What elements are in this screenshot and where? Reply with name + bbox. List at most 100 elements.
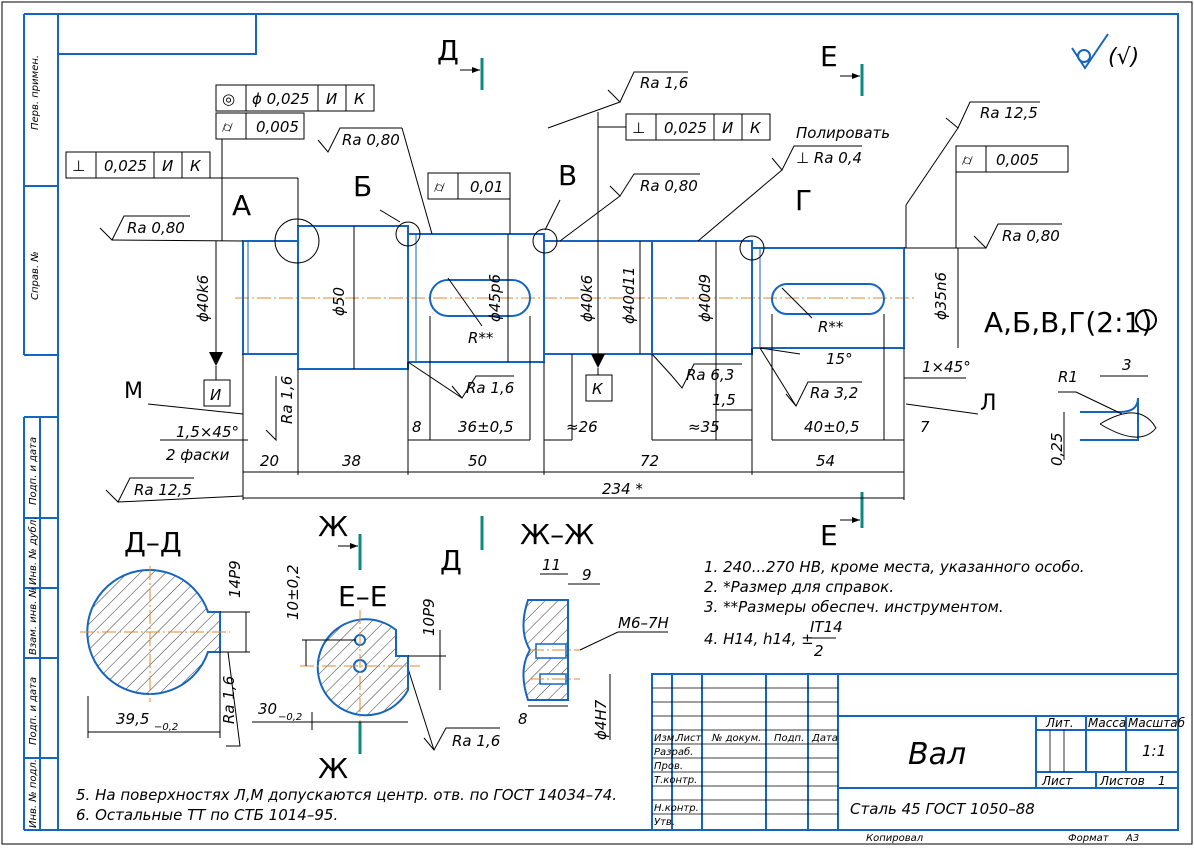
tb-format: Формат [1068,833,1110,844]
tol-f4: ⊥ 0,025 И К [597,112,771,241]
rough-r14: Ra 1,6 [403,655,500,751]
ee-keyway: 10P9 [420,598,438,636]
rough-r4: Ra 0,80 [559,173,700,242]
detail-3: 3 [1122,356,1132,374]
tb-masshtab: Масштаб [1128,716,1186,730]
rough-r10: Ra 6,3 [651,353,742,389]
dim-r-key1: R** [468,329,494,347]
detail-r1: R1 [1058,368,1078,386]
dim-l40: 40±0,5 [804,418,860,436]
section-d-top: Д [437,34,459,67]
tb-razrab: Разраб. [654,746,693,758]
tb-massa: Масса [1088,716,1126,730]
rough-r12: Ra 12,5 [105,477,244,503]
tb-prov: Пров. [654,761,683,772]
rough-r9: Ra 1,6 [265,376,296,442]
callout-b: Б [353,170,372,203]
dim-l234: 234 * [602,480,643,498]
side-label-5: Взам. инв. № [28,587,39,655]
shaft-main-view: А Б В Г [232,159,915,370]
tol-f5-symbol: ⌭ [434,178,445,196]
tb-lit: Лит. [1045,716,1074,730]
section-e-bottom: Е [820,519,838,552]
section-ee: Е–Е 10±0,2 10P9 30 −0,2 [252,564,446,730]
ee-30-tol: −0,2 [278,712,302,723]
rough-r1-label: Ra 1,6 [640,74,688,92]
zz-4h7: ϕ4H7 [592,699,610,740]
side-label-7: Инв. № подл. [28,759,39,828]
polish-label: Полировать [796,124,890,142]
tol-f5-value: 0,01 [470,178,503,196]
tb-tkontr: Т.контр. [654,775,697,786]
rough-r10-label: Ra 6,3 [686,366,734,384]
section-d-bottom: Д [440,544,462,577]
ee-10: 10±0,2 [284,564,302,620]
rough-r11-label: Ra 3,2 [810,384,858,402]
dim-chamfer-3: 1×45° [922,358,971,376]
dim-d35n6: ϕ35n6 [932,272,950,320]
tb-izm: Изм. [654,733,678,744]
rough-r5-label: Ra 12,5 [980,104,1038,122]
dim-l72: 72 [640,452,659,470]
rough-r8: Ra 1,6 [407,361,514,399]
label-l: Л [980,391,997,416]
tb-list: Лист [675,733,703,744]
rough-r5: Ra 12,5 [905,101,1040,248]
note-3: 3. **Размеры обеспеч. инструментом. [704,598,1004,616]
section-dd-title: Д–Д [124,526,182,559]
callout-v: В [558,159,577,192]
dim-r-key2: R** [818,318,844,336]
dim-d45p6: ϕ45p6 [486,274,504,322]
tol-f1-base2: К [354,90,366,108]
label-m: М [124,379,143,404]
dim-l50: 50 [468,452,487,470]
zz-9: 9 [582,566,592,584]
datum-k: К [585,354,613,402]
note-5: 5. На поверхностях Л,М допускаются центр… [76,786,617,804]
rough-r13: Ra 1,6 [220,651,241,747]
dim-l26: ≈26 [566,418,598,436]
title-block: Изм. Лист № докум. Подп. Дата Разраб. Пр… [651,673,1186,844]
tol-f2-symbol: ⌭ [222,118,233,136]
tb-material: Сталь 45 ГОСТ 1050–88 [850,800,1035,818]
dim-angle-15: 15° [826,350,853,368]
tol-f6: ⌭ 0,005 [955,145,1069,248]
zz-8: 8 [518,710,528,728]
tol-f2: ⌭ 0,005 [215,112,305,241]
section-zh-bottom: Ж [318,752,348,785]
rough-r9-label: Ra 1,6 [278,376,296,424]
note-4-den: 2 [814,642,824,660]
tb-sheets-n: 1 [1158,774,1166,788]
note-4-num: IT14 [810,618,843,636]
tol-f4-base2: К [750,119,762,137]
zz-11: 11 [542,556,561,574]
rough-r8-label: Ra 1,6 [466,379,514,397]
dim-chamfer-2: 2 фаски [166,446,230,464]
tol-f1-value: ϕ 0,025 [252,90,310,108]
side-label-2: Справ. № [30,251,41,300]
dim-chamfer-1: 1,5×45° [176,423,239,441]
rough-polish: Полировать ⊥ Ra 0,4 [697,124,890,242]
dim-l54: 54 [816,452,835,470]
side-label-1: Перв. примен. [30,55,41,130]
section-zh-top: Ж [318,510,348,543]
note-2: 2. *Размер для справок. [704,578,894,596]
dim-d50: ϕ50 [330,287,348,316]
dim-l7: 7 [920,418,930,436]
section-dd: Д–Д 39,5 −0,2 14P9 [80,526,250,738]
tol-f6-value: 0,005 [996,151,1039,169]
tb-utv: Утв. [654,817,675,828]
dim-d40d11: ϕ40d11 [620,266,638,324]
tol-f3: ⊥ 0,025 И К [65,151,299,226]
dd-width-tol: −0,2 [154,722,178,733]
tb-nkontr: Н.контр. [654,803,699,814]
rough-r1: Ra 1,6 [547,71,688,129]
tol-f2-value: 0,005 [256,118,299,136]
tol-f4-value: 0,025 [664,119,707,137]
dim-l38: 38 [342,452,361,470]
rough-r2: Ra 0,80 [317,127,433,235]
tol-f3-base2: К [190,157,202,175]
section-e-top: Е [820,40,838,73]
dim-l15: 1,5 [712,391,736,409]
